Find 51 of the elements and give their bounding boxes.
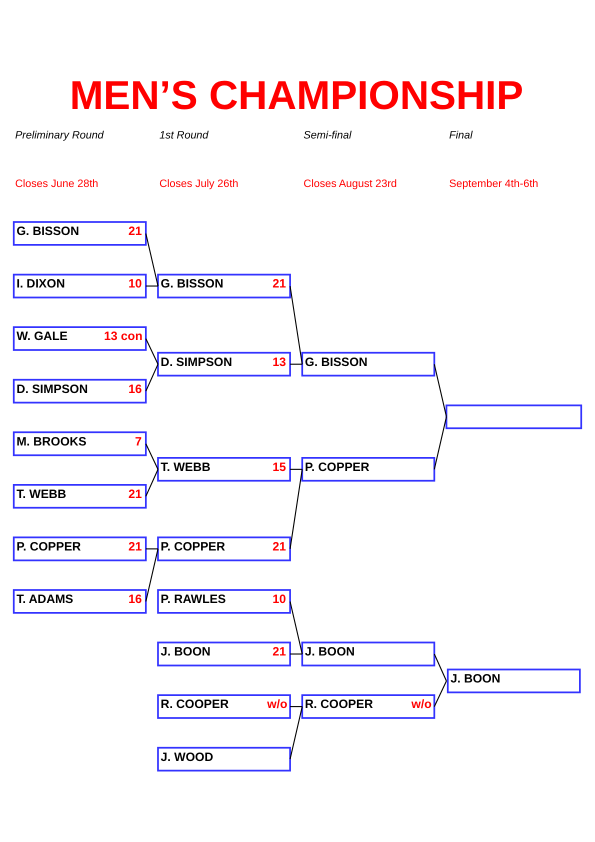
node-box: I. DIXON 10	[12, 273, 147, 298]
label: Semi-final	[304, 128, 352, 141]
connector	[290, 468, 303, 548]
connector	[290, 468, 302, 470]
node-box	[446, 404, 582, 429]
connector	[145, 443, 158, 470]
connector	[434, 416, 447, 469]
node-box: P. RAWLES 10	[157, 588, 291, 614]
node-box: D. SIMPSON 13	[157, 351, 291, 376]
node-box: R. COOPER w/o	[301, 694, 436, 718]
node-box: G. BISSON 21	[157, 273, 291, 298]
label: Preliminary Round	[15, 128, 104, 141]
label: Closes August 23rd	[304, 177, 397, 190]
connector	[434, 680, 447, 706]
node-box: R. COOPER w/o	[157, 694, 291, 718]
connector	[145, 338, 158, 364]
connector	[434, 653, 447, 681]
connector	[146, 285, 158, 286]
label: Final	[449, 128, 472, 141]
connector	[146, 548, 158, 549]
connector	[145, 548, 159, 602]
node-box: T. WEBB 15	[157, 456, 291, 482]
connector	[290, 706, 302, 707]
connector	[290, 363, 302, 364]
node-box: D. SIMPSON 16	[12, 378, 147, 403]
connector	[290, 706, 303, 759]
connector	[290, 285, 303, 364]
node-box: T. WEBB 21	[12, 483, 147, 508]
connector	[145, 468, 158, 496]
connector	[145, 364, 158, 391]
label: September 4th-6th	[449, 177, 538, 190]
node-box: P. COPPER 21	[157, 536, 291, 561]
node-box: P. COPPER	[301, 456, 436, 482]
node-box: W. GALE 13 con	[12, 326, 147, 350]
label: Closes June 28th	[15, 177, 98, 190]
node-box: J. BOON	[301, 641, 436, 666]
label: 1st Round	[159, 128, 208, 141]
node-box: G. BISSON 21	[12, 220, 147, 246]
node-box: M. BROOKS 7	[12, 430, 147, 456]
diagram-title: MEN’S CHAMPIONSHIP	[70, 71, 524, 118]
connector	[145, 232, 159, 286]
node-box: J. BOON	[446, 668, 581, 693]
label: Closes July 26th	[159, 177, 238, 190]
connector	[434, 364, 447, 416]
node-box: T. ADAMS 16	[12, 588, 147, 614]
connector	[290, 600, 303, 654]
node-box: J. BOON 21	[157, 641, 291, 666]
node-box: J. WOOD	[157, 746, 291, 771]
connector	[290, 652, 302, 654]
node-box: G. BISSON	[301, 351, 436, 376]
node-box: P. COPPER 21	[12, 536, 147, 561]
